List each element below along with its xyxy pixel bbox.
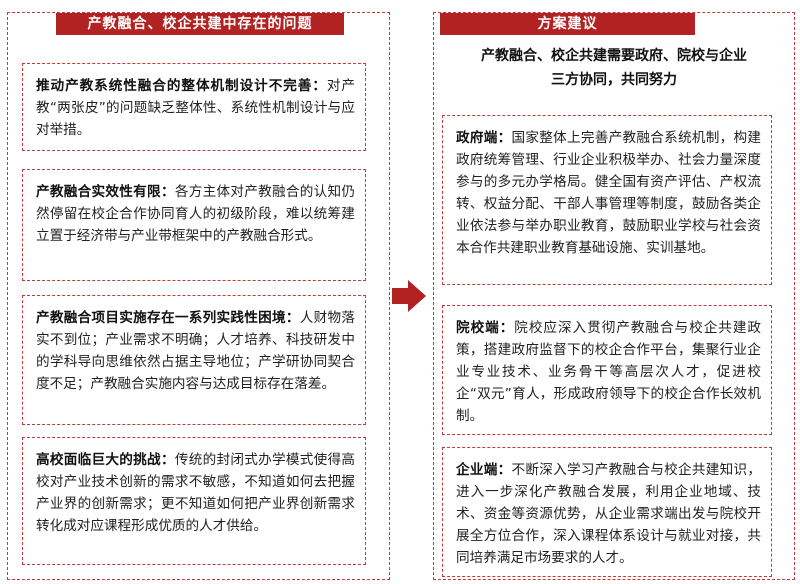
proposal-card-title: 政府端：	[456, 130, 512, 146]
proposal-card-college: 院校端：院校应深入贯彻产教融合与校企共建政策，搭建政府监督下的校企合作平台，集聚…	[442, 305, 772, 435]
proposals-panel: 方案建议 产教融合、校企共建需要政府、院校与企业 三方协同，共同努力 政府端：国…	[433, 12, 795, 580]
proposal-card-title: 院校端：	[456, 320, 515, 336]
problem-card-title: 产教融合项目实施存在一系列实践性困境：	[36, 310, 300, 326]
problem-card-body: 对产教“两张皮”的问题缺乏整体性、系统性机制设计与应对举措。	[36, 78, 356, 138]
problem-card-mechanism: 推动产教系统性融合的整体机制设计不完善：对产教“两张皮”的问题缺乏整体性、系统性…	[22, 63, 366, 151]
problems-panel: 产教融合、校企共建中存在的问题 推动产教系统性融合的整体机制设计不完善：对产教“…	[7, 12, 390, 580]
problem-card-title: 产教融合实效性有限：	[36, 184, 175, 200]
proposals-subtitle: 产教融合、校企共建需要政府、院校与企业 三方协同，共同努力	[440, 44, 788, 92]
problem-card-body: 人财物落实不到位；产业需求不明确；人才培养、科技研发中的学科导向思维依然占据主导…	[36, 310, 356, 392]
proposal-card-enterprise: 企业端：不断深入学习产教融合与校企共建知识，进入一步深化产教融合发展，利用企业地…	[442, 447, 772, 577]
problem-card-body: 各方主体对产教融合的认知仍然停留在校企合作协同育人的初级阶段，难以统筹建立置于经…	[36, 184, 356, 244]
problem-card-effectiveness: 产教融合实效性有限：各方主体对产教融合的认知仍然停留在校企合作协同育人的初级阶段…	[22, 169, 366, 281]
right-arrow-icon	[392, 280, 426, 312]
proposal-card-body: 不断深入学习产教融合与校企共建知识，进入一步深化产教融合发展，利用企业地域、技术…	[456, 462, 762, 566]
proposals-subtitle-line: 产教融合、校企共建需要政府、院校与企业	[481, 48, 747, 64]
proposals-panel-header: 方案建议	[440, 13, 695, 35]
proposals-subtitle-line: 三方协同，共同努力	[551, 72, 677, 88]
proposal-card-body: 国家整体上完善产教融合系统机制，构建政府统筹管理、行业企业积极举办、社会力量深度…	[456, 130, 762, 256]
problems-panel-header: 产教融合、校企共建中存在的问题	[56, 13, 344, 35]
problem-card-body: 传统的封闭式办学模式使得高校对产业技术创新的需求不敏感，不知道如何去把握产业界的…	[36, 452, 356, 534]
problem-card-title: 推动产教系统性融合的整体机制设计不完善：	[36, 78, 327, 94]
proposal-card-government: 政府端：国家整体上完善产教融合系统机制，构建政府统筹管理、行业企业积极举办、社会…	[442, 115, 772, 285]
proposal-card-title: 企业端：	[456, 462, 512, 478]
problem-card-universities: 高校面临巨大的挑战：传统的封闭式办学模式使得高校对产业技术创新的需求不敏感，不知…	[22, 437, 366, 565]
problem-card-title: 高校面临巨大的挑战：	[36, 452, 175, 468]
problem-card-implementation: 产教融合项目实施存在一系列实践性困境：人财物落实不到位；产业需求不明确；人才培养…	[22, 295, 366, 425]
proposal-card-body: 院校应深入贯彻产教融合与校企共建政策，搭建政府监督下的校企合作平台，集聚行业企业…	[456, 320, 761, 424]
